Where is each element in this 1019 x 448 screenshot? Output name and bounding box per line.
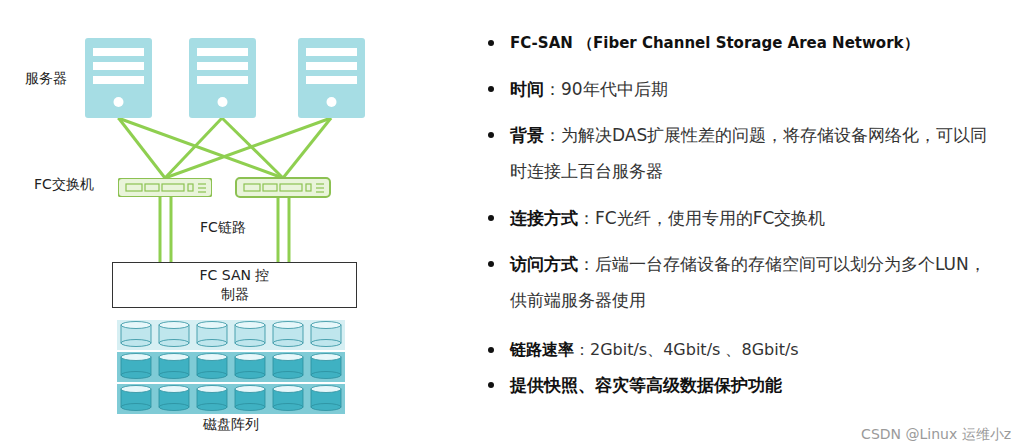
switch-icon <box>236 178 330 197</box>
disk-top <box>197 354 227 361</box>
bullet-dot <box>488 86 494 92</box>
disk-bottom <box>273 340 303 347</box>
disk-top <box>159 322 189 329</box>
disk-bottom <box>311 404 341 411</box>
disk-bottom <box>121 340 151 347</box>
item-key: 时间 <box>510 79 544 99</box>
disk-top <box>273 354 303 361</box>
item-key: 背景 <box>510 125 544 145</box>
disk-bottom <box>197 404 227 411</box>
bullet-dot <box>488 215 494 221</box>
disk-top <box>235 322 265 329</box>
disk-bottom <box>121 372 151 379</box>
server-icon <box>298 38 365 118</box>
disk-bottom <box>311 340 341 347</box>
disk-top <box>121 386 151 393</box>
bullet-item: 链路速率：2Gbit/s、4Gbit/s 、8Gbit/s <box>510 332 990 368</box>
disk-bottom <box>273 372 303 379</box>
item-key: FC-SAN （Fiber Channel Storage Area Netwo… <box>510 34 919 52</box>
item-key: 链路速率 <box>510 340 574 359</box>
disk-top <box>121 354 151 361</box>
server-icon <box>85 38 152 118</box>
bullet-dot <box>488 132 494 138</box>
bullet-dot <box>488 261 494 267</box>
bullet-item: 时间：90年代中后期 <box>510 71 990 107</box>
disk-bottom <box>197 372 227 379</box>
disk-bottom <box>121 404 151 411</box>
item-text: ：2Gbit/s、4Gbit/s 、8Gbit/s <box>574 340 799 359</box>
disk-bottom <box>159 404 189 411</box>
fc-switch: FC交换机 <box>118 178 212 197</box>
disk-top <box>159 386 189 393</box>
bullet-item: FC-SAN （Fiber Channel Storage Area Netwo… <box>510 25 990 61</box>
link-stroke <box>159 197 162 262</box>
disk-top <box>311 386 341 393</box>
disk-top <box>235 386 265 393</box>
disk-bottom <box>159 372 189 379</box>
watermark: CSDN @Linux 运维小z <box>861 426 1011 444</box>
fc-link-right <box>278 197 289 262</box>
server-icon <box>189 38 256 118</box>
item-text: ：后端一台存储设备的存储空间可以划分为多个LUN，供前端服务器使用 <box>510 254 986 310</box>
disk-bottom <box>235 404 265 411</box>
node-label: FC SAN 控制器 <box>200 266 270 304</box>
disk-array-drawing <box>117 320 345 414</box>
link-line <box>160 197 171 262</box>
switch-shape <box>118 178 212 197</box>
disk-top <box>159 354 189 361</box>
bullet-item: 访问方式：后端一台存储设备的存储空间可以划分为多个LUN，供前端服务器使用 <box>510 246 990 318</box>
item-text: ：为解决DAS扩展性差的问题，将存储设备网络化，可以同时连接上百台服务器 <box>510 125 987 181</box>
disk-top <box>273 322 303 329</box>
disk-top <box>197 386 227 393</box>
disk-shelf <box>117 384 345 414</box>
disk-top <box>121 322 151 329</box>
disk-top <box>311 354 341 361</box>
disk-bottom <box>235 372 265 379</box>
bullet-dot <box>488 40 494 46</box>
disk-bottom <box>311 372 341 379</box>
node-label: 服务器 <box>25 70 67 88</box>
disk-bottom <box>197 340 227 347</box>
disk-top <box>273 386 303 393</box>
node-label: FC交换机 <box>34 176 94 194</box>
item-key: 访问方式 <box>510 254 578 274</box>
disk-top <box>235 354 265 361</box>
disk-bottom <box>235 340 265 347</box>
disk-shelf <box>117 320 345 350</box>
disk-top <box>197 322 227 329</box>
item-key: 连接方式 <box>510 208 578 228</box>
item-text: ：FC光纤，使用专用的FC交换机 <box>578 208 825 228</box>
bullet-dot <box>488 382 494 388</box>
bullet-dot <box>488 347 494 353</box>
link-stroke <box>170 197 173 262</box>
link-label: FC链路 <box>200 219 246 237</box>
bullet-item: 提供快照、容灾等高级数据保护功能 <box>510 367 990 403</box>
server-box: 服务器 <box>85 38 152 118</box>
item-text: ：90年代中后期 <box>544 79 668 99</box>
bullet-item: 连接方式：FC光纤，使用专用的FC交换机 <box>510 200 990 236</box>
san-controller: FC SAN 控制器 <box>112 262 357 308</box>
switch-icon <box>118 178 212 197</box>
bullet-item: 背景：为解决DAS扩展性差的问题，将存储设备网络化，可以同时连接上百台服务器 <box>510 117 990 189</box>
disk-shelf <box>117 352 345 382</box>
link-line <box>119 118 166 178</box>
node-label: 磁盘阵列 <box>117 416 345 434</box>
link-stroke <box>119 118 166 178</box>
server-links <box>118 118 331 178</box>
server-shape <box>85 38 152 118</box>
disk-bottom <box>159 340 189 347</box>
item-key: 提供快照、容灾等高级数据保护功能 <box>510 375 782 395</box>
disk-top <box>311 322 341 329</box>
disk-bottom <box>273 404 303 411</box>
disk-array: 磁盘阵列 <box>117 319 345 415</box>
